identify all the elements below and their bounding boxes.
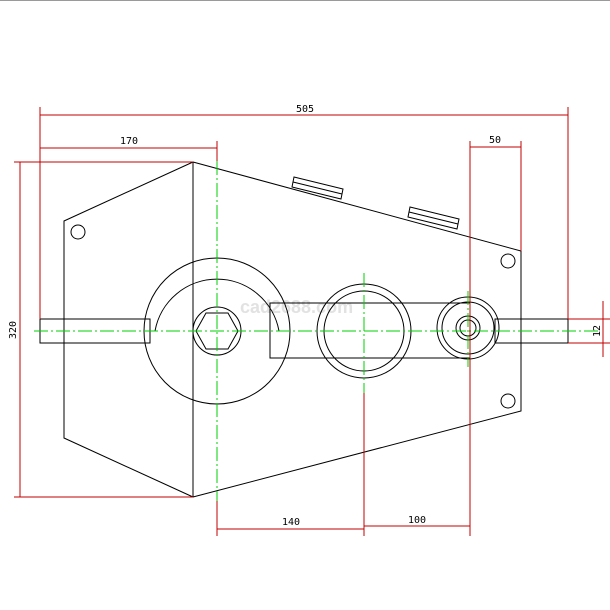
dim-overall-height: 320	[8, 321, 19, 339]
centerlines	[34, 161, 600, 501]
bolt-hole-icon	[500, 253, 516, 269]
bolt-hole-icon	[500, 393, 516, 409]
bolt-hole-icon	[70, 224, 86, 240]
dim-shaft-diameter: 12	[592, 325, 603, 337]
watermark: cad2688.com	[240, 297, 353, 317]
dim-output-offset: 50	[489, 135, 501, 146]
dim-center-distance-2: 100	[408, 515, 426, 526]
inspection-cover-1	[291, 176, 344, 200]
inspection-cover-2	[407, 206, 460, 230]
dim-center-distance-1: 140	[282, 517, 300, 528]
dim-input-offset: 170	[120, 136, 138, 147]
housing-outline	[63, 161, 522, 498]
pinion-gear	[436, 296, 500, 360]
dim-overall-length: 505	[296, 104, 314, 115]
dimension-lines	[14, 107, 610, 536]
